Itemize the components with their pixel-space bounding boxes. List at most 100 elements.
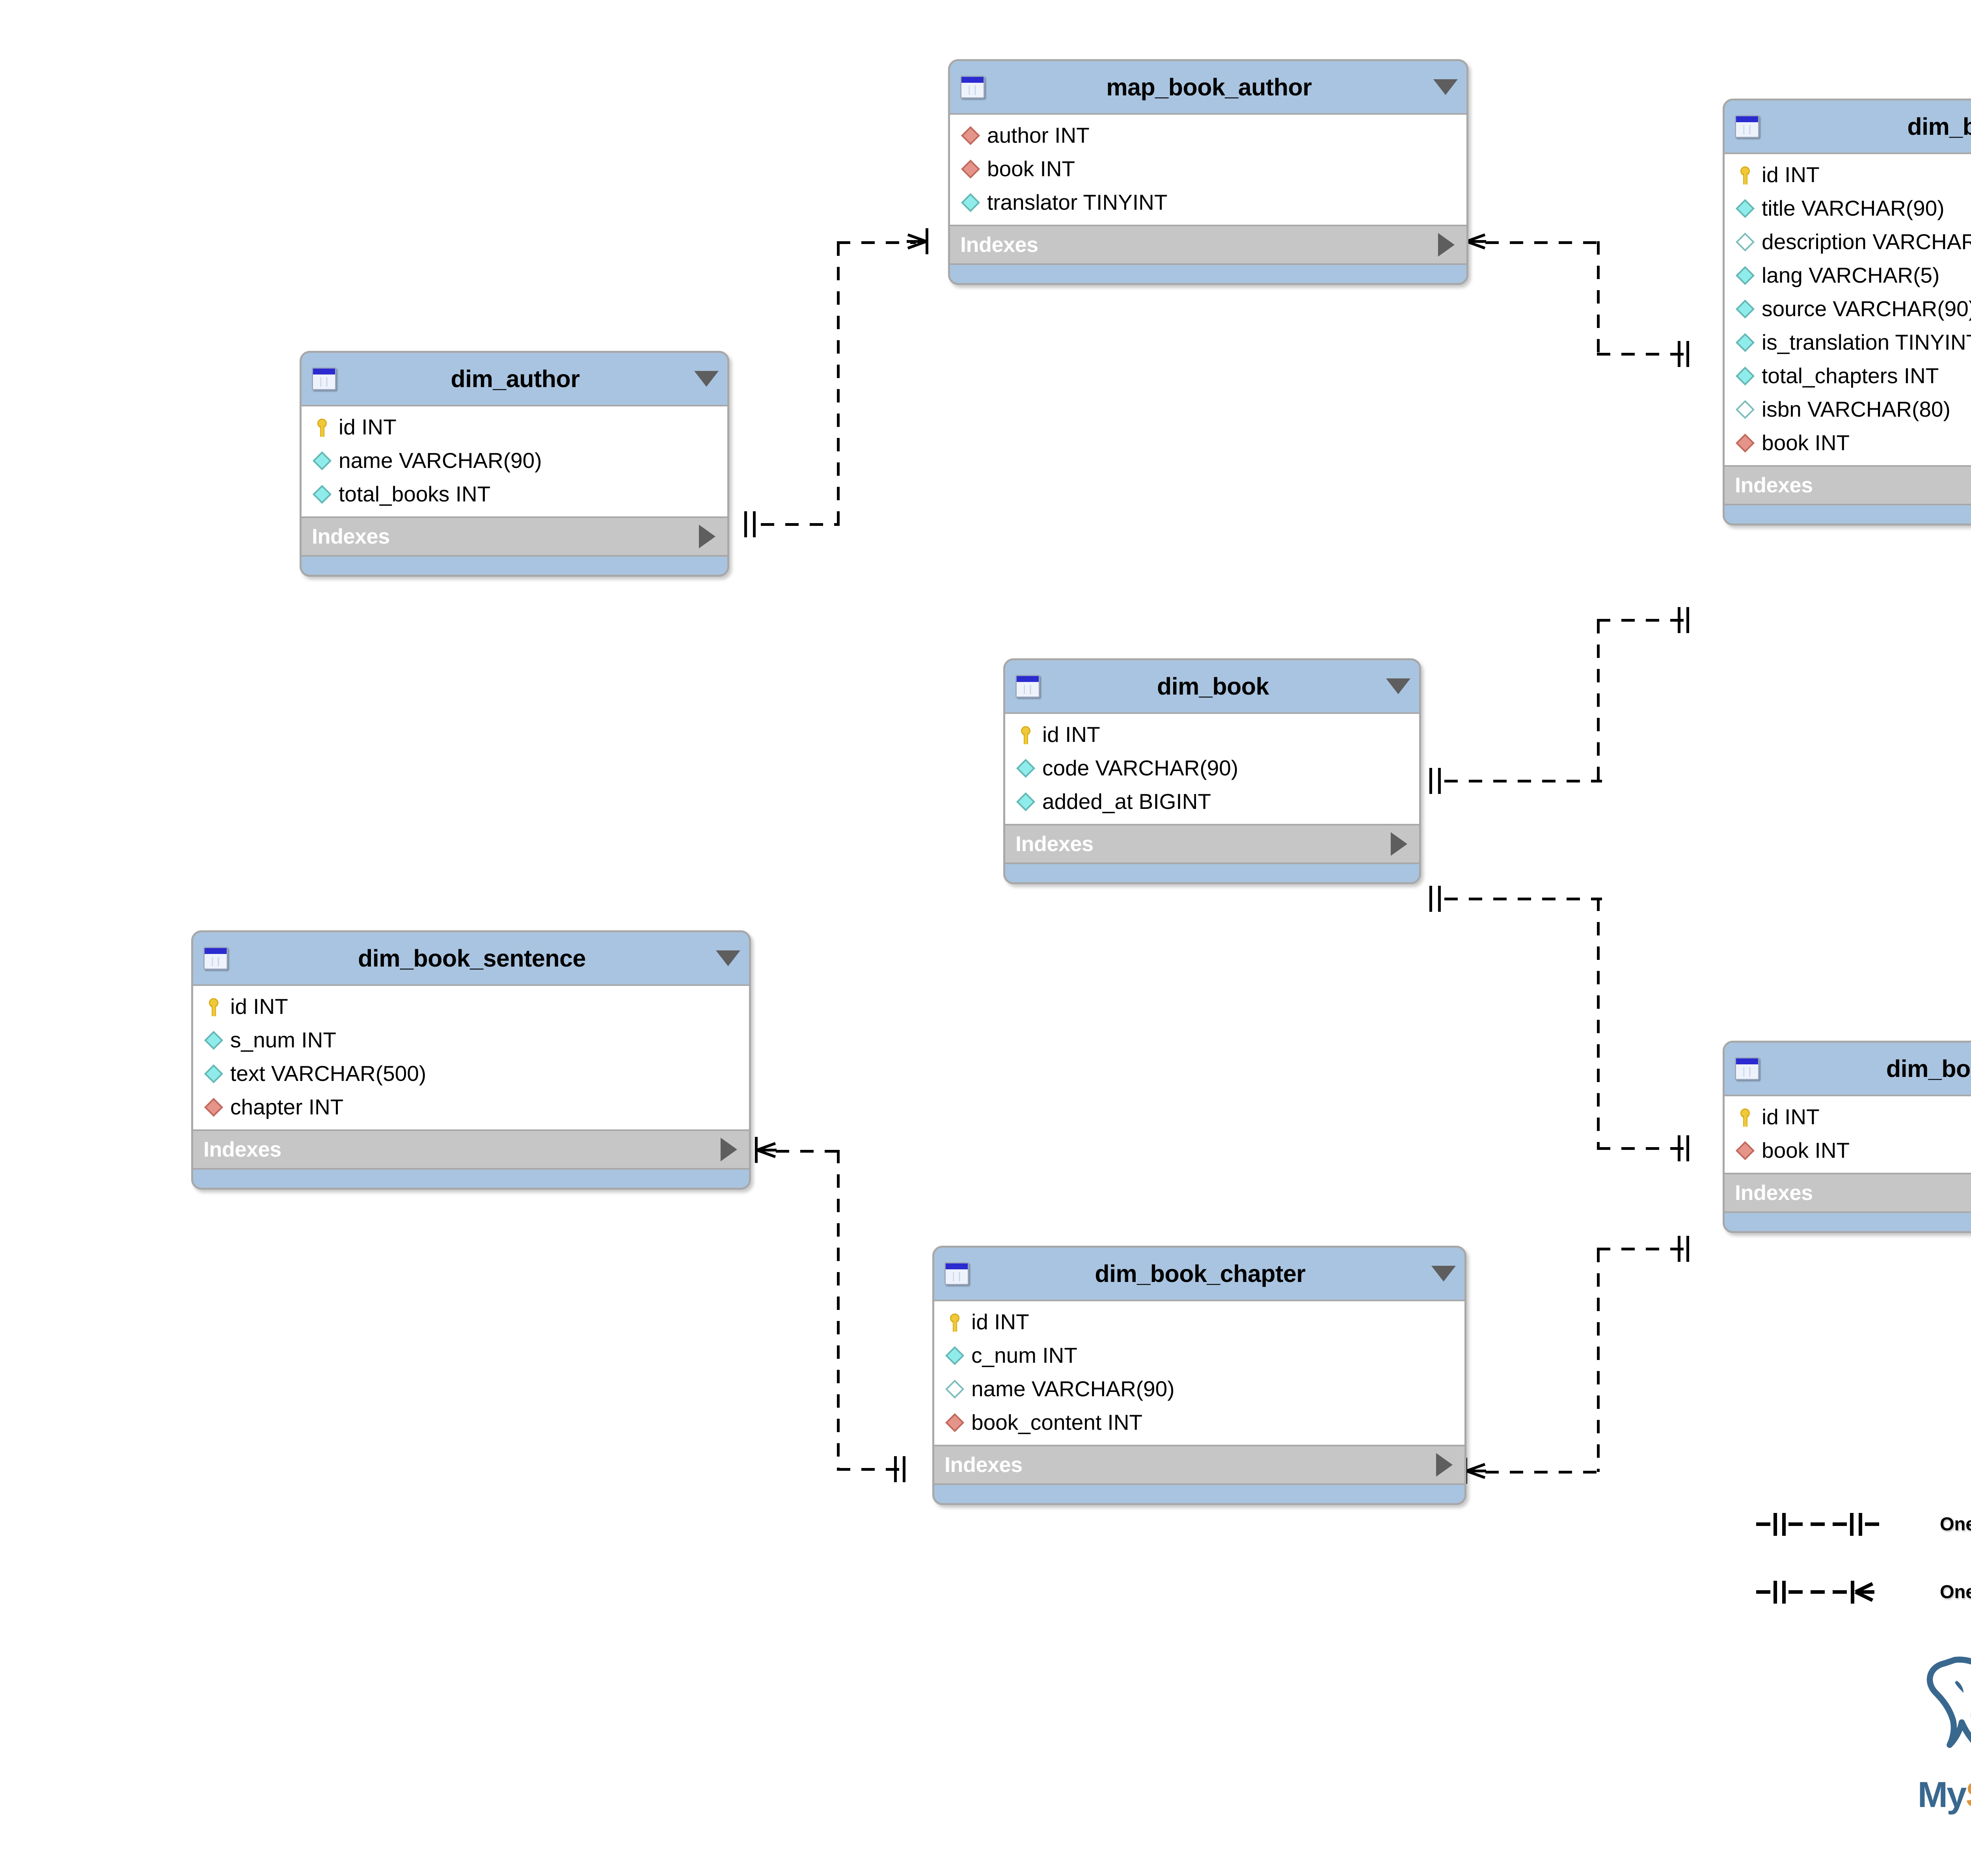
indexes-section[interactable]: Indexes — [302, 518, 727, 557]
table-icon — [960, 76, 985, 99]
field-row[interactable]: book INT — [1725, 1134, 1971, 1167]
field-label: book INT — [1762, 430, 1850, 455]
field-label: id INT — [1042, 722, 1100, 747]
field-row[interactable]: book INT — [1725, 426, 1971, 460]
column-diamond-icon — [1735, 366, 1755, 386]
field-row[interactable]: s_num INT — [193, 1023, 749, 1057]
field-row[interactable]: isbn VARCHAR(80) — [1725, 393, 1971, 426]
nullable-diamond-icon — [1735, 400, 1755, 419]
relation-line — [1597, 1248, 1688, 1250]
field-row[interactable]: source VARCHAR(90) — [1725, 292, 1971, 326]
indexes-section[interactable]: Indexes — [934, 1446, 1464, 1485]
field-label: book_content INT — [971, 1410, 1143, 1434]
field-row[interactable]: translator TINYINT — [950, 186, 1466, 219]
field-row[interactable]: id INT — [1005, 718, 1419, 751]
field-row[interactable]: added_at BIGINT — [1005, 785, 1419, 818]
chevron-right-icon[interactable] — [1438, 233, 1455, 257]
field-label: name VARCHAR(90) — [339, 448, 542, 473]
field-row[interactable]: author INT — [950, 119, 1466, 152]
entity-fields: id INT s_num INT text VARCHAR(500) chapt… — [193, 984, 749, 1131]
field-row[interactable]: title VARCHAR(90) — [1725, 192, 1971, 225]
field-row[interactable]: id INT — [934, 1305, 1464, 1339]
indexes-section[interactable]: Indexes — [1725, 467, 1971, 505]
field-row[interactable]: total_books INT — [302, 477, 727, 511]
indexes-section[interactable]: Indexes — [950, 226, 1466, 265]
field-label: code VARCHAR(90) — [1042, 756, 1239, 780]
entity-dim-book-content[interactable]: dim_book_content id INT book INT Indexes — [1723, 1041, 1971, 1233]
relation-one-marker — [741, 511, 759, 537]
mysql-logo: MySQL® — [1888, 1648, 1971, 1813]
relation-line — [761, 523, 840, 526]
field-row[interactable]: id INT — [1725, 158, 1971, 192]
field-label: c_num INT — [971, 1343, 1077, 1367]
indexes-label: Indexes — [945, 1453, 1023, 1477]
indexes-section[interactable]: Indexes — [193, 1131, 749, 1170]
indexes-label: Indexes — [1015, 832, 1094, 856]
chevron-right-icon[interactable] — [1391, 832, 1407, 856]
entity-map-book-author[interactable]: map_book_author author INT book INT tran… — [948, 59, 1468, 285]
field-row[interactable]: c_num INT — [934, 1339, 1464, 1372]
relation-line — [1597, 241, 1600, 356]
chevron-right-icon[interactable] — [699, 525, 715, 548]
fk-diamond-icon — [961, 159, 980, 179]
column-diamond-icon — [1735, 333, 1755, 352]
entity-header[interactable]: map_book_author — [950, 61, 1466, 113]
table-icon — [1735, 1057, 1759, 1080]
column-diamond-icon — [312, 484, 332, 504]
chevron-right-icon[interactable] — [1436, 1453, 1453, 1477]
chevron-right-icon[interactable] — [721, 1138, 737, 1161]
field-row[interactable]: chapter INT — [193, 1090, 749, 1124]
column-diamond-icon — [1016, 758, 1036, 778]
indexes-label: Indexes — [960, 233, 1038, 257]
field-row[interactable]: book_content INT — [934, 1406, 1464, 1439]
mysql-dolphin-icon — [1926, 1656, 1971, 1748]
field-row[interactable]: text VARCHAR(500) — [193, 1057, 749, 1090]
field-row[interactable]: lang VARCHAR(5) — [1725, 259, 1971, 292]
chevron-down-icon[interactable] — [1386, 678, 1410, 694]
entity-header[interactable]: dim_book_info — [1725, 101, 1971, 153]
entity-footer — [934, 1485, 1464, 1503]
field-row[interactable]: id INT — [1725, 1100, 1971, 1134]
field-row[interactable]: id INT — [193, 990, 749, 1023]
entity-dim-author[interactable]: dim_author id INT name VARCHAR(90) total… — [300, 351, 729, 577]
chevron-down-icon[interactable] — [1433, 79, 1458, 95]
field-row[interactable]: name VARCHAR(90) — [934, 1372, 1464, 1406]
field-label: s_num INT — [230, 1028, 336, 1052]
one-to-many-symbol — [1756, 1578, 1922, 1605]
field-label: total_chapters INT — [1762, 363, 1939, 388]
field-row[interactable]: name VARCHAR(90) — [302, 444, 727, 477]
chevron-down-icon[interactable] — [1431, 1266, 1456, 1282]
chevron-down-icon[interactable] — [716, 950, 740, 966]
fk-diamond-icon — [961, 126, 980, 145]
field-row[interactable]: total_chapters INT — [1725, 359, 1971, 393]
entity-header[interactable]: dim_author — [302, 353, 727, 405]
indexes-section[interactable]: Indexes — [1005, 825, 1419, 864]
fk-diamond-icon — [1735, 433, 1755, 453]
entity-title: dim_book — [1157, 673, 1269, 700]
indexes-section[interactable]: Indexes — [1725, 1174, 1971, 1213]
entity-header[interactable]: dim_book_sentence — [193, 932, 749, 984]
entity-dim-book[interactable]: dim_book id INT code VARCHAR(90) added_a… — [1003, 658, 1421, 884]
field-row[interactable]: is_translation TINYINT — [1725, 326, 1971, 359]
primary-key-icon — [945, 1312, 965, 1332]
field-row[interactable]: id INT — [302, 410, 727, 444]
relation-line — [1444, 898, 1602, 900]
field-label: name VARCHAR(90) — [971, 1377, 1175, 1401]
entity-header[interactable]: dim_book_chapter — [934, 1248, 1464, 1300]
entity-fields: id INT title VARCHAR(90) description VAR… — [1725, 153, 1971, 467]
field-row[interactable]: book INT — [950, 152, 1466, 186]
field-row[interactable]: description VARCHAR(200) — [1725, 225, 1971, 259]
chevron-down-icon[interactable] — [694, 371, 719, 387]
entity-dim-book-sentence[interactable]: dim_book_sentence id INT s_num INT text … — [191, 930, 751, 1190]
field-label: id INT — [1762, 162, 1820, 187]
entity-dim-book-chapter[interactable]: dim_book_chapter id INT c_num INT name V… — [932, 1246, 1466, 1505]
field-row[interactable]: code VARCHAR(90) — [1005, 751, 1419, 785]
field-label: isbn VARCHAR(80) — [1762, 397, 1951, 421]
entity-header[interactable]: dim_book_content — [1725, 1043, 1971, 1095]
field-label: added_at BIGINT — [1042, 789, 1211, 814]
entity-header[interactable]: dim_book — [1005, 660, 1419, 712]
entity-dim-book-info[interactable]: dim_book_info id INT title VARCHAR(90) d… — [1723, 99, 1971, 525]
entity-title: dim_book_chapter — [1095, 1260, 1306, 1287]
entity-fields: id INT c_num INT name VARCHAR(90) book_c… — [934, 1300, 1464, 1446]
